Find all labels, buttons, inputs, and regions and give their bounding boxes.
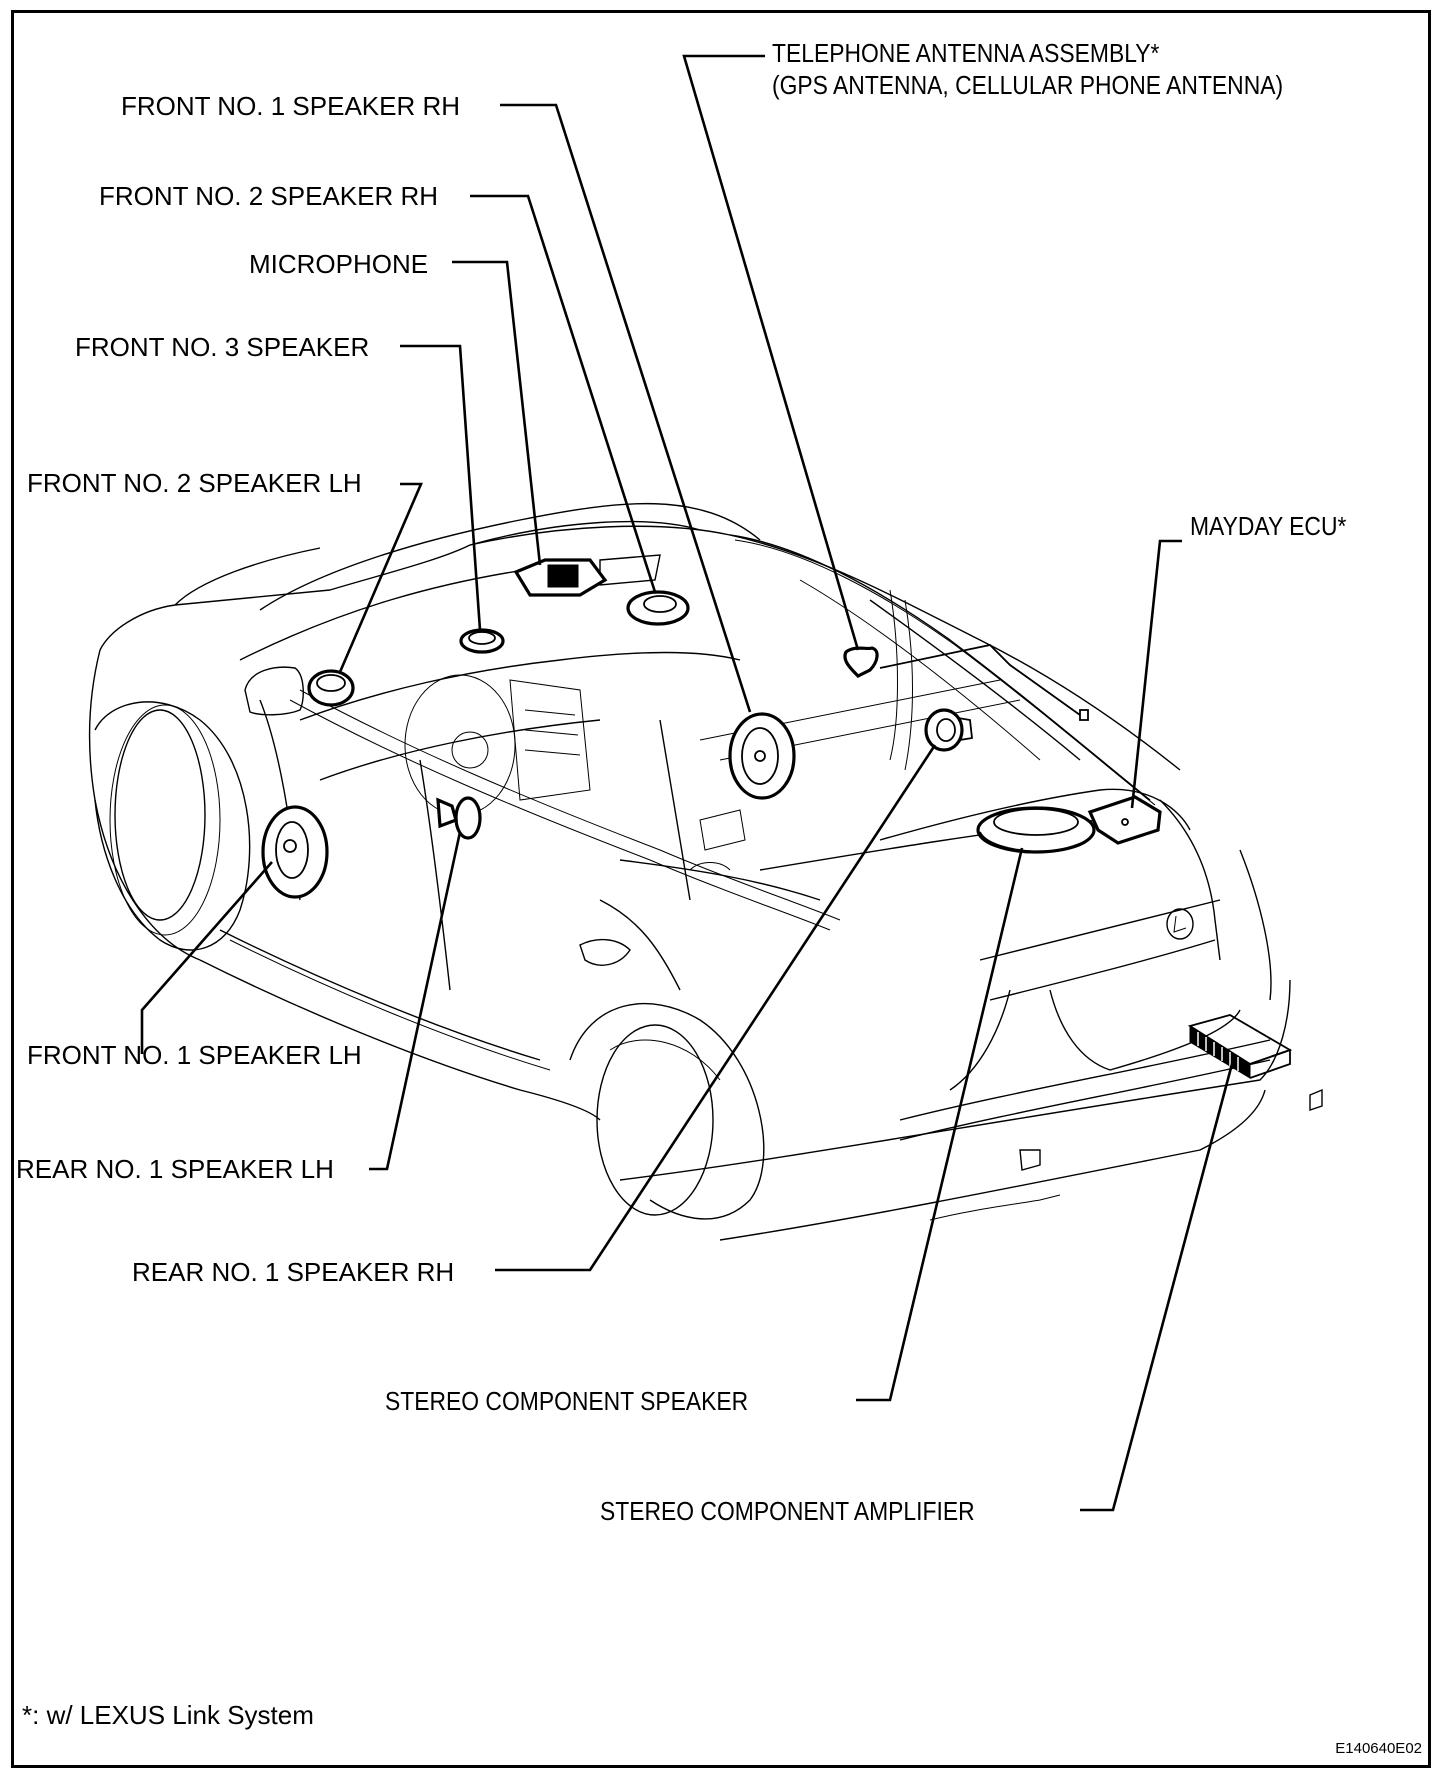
leader-rear-no1-speaker-lh — [369, 831, 462, 1171]
leader-mayday-ecu — [1130, 539, 1182, 809]
leader-rear-no1-speaker-rh — [495, 744, 937, 1272]
label-stereo-component-amplifier: STEREO COMPONENT AMPLIFIER — [600, 1496, 975, 1526]
microphone-component — [513, 558, 608, 597]
front-no1-speaker-lh — [261, 805, 329, 899]
label-microphone: MICROPHONE — [249, 249, 429, 279]
label-rear-no1-speaker-lh: REAR NO. 1 SPEAKER LH — [16, 1154, 334, 1184]
lexus-emblem-icon — [1166, 908, 1194, 940]
car-body — [88, 502, 1323, 1241]
front-no3-speaker — [459, 628, 505, 654]
leader-lines — [140, 54, 1234, 1512]
leader-front-no2-speaker-lh — [338, 482, 423, 673]
figure-code: E140640E02 — [1335, 1740, 1422, 1757]
diagram-border — [11, 10, 1431, 1768]
rear-no1-speaker-rh — [924, 708, 973, 752]
leader-stereo-component-amplifier — [1080, 1063, 1234, 1512]
leader-front-no1-speaker-rh — [500, 103, 752, 713]
label-front-no1-speaker-lh: FRONT NO. 1 SPEAKER LH — [27, 1040, 362, 1070]
label-mayday-ecu: MAYDAY ECU* — [1190, 511, 1347, 541]
leader-microphone — [452, 260, 542, 566]
label-telephone-antenna: TELEPHONE ANTENNA ASSEMBLY* — [772, 38, 1160, 68]
mayday-ecu — [1087, 795, 1162, 845]
rear-no1-speaker-lh — [436, 796, 482, 840]
stereo-component-amplifier — [1187, 1014, 1293, 1079]
stereo-component-speaker — [976, 806, 1096, 854]
leader-stereo-component-speaker — [856, 847, 1024, 1402]
leader-telephone-antenna — [682, 54, 860, 651]
label-telephone-antenna-sub: (GPS ANTENNA, CELLULAR PHONE ANTENNA) — [772, 70, 1284, 100]
label-stereo-component-speaker: STEREO COMPONENT SPEAKER — [385, 1386, 749, 1416]
telephone-antenna — [843, 646, 879, 678]
label-front-no2-speaker-rh: FRONT NO. 2 SPEAKER RH — [99, 181, 439, 211]
label-front-no2-speaker-lh: FRONT NO. 2 SPEAKER LH — [27, 468, 362, 498]
front-no2-speaker-lh — [307, 669, 355, 707]
label-front-no3-speaker: FRONT NO. 3 SPEAKER — [75, 332, 370, 362]
front-no1-speaker-rh — [728, 712, 796, 800]
leader-front-no1-speaker-lh — [140, 861, 273, 1054]
front-no2-speaker-rh — [626, 590, 690, 626]
leader-front-no3-speaker — [400, 344, 482, 631]
label-rear-no1-speaker-rh: REAR NO. 1 SPEAKER RH — [132, 1257, 455, 1287]
footnote: *: w/ LEXUS Link System — [22, 1700, 314, 1730]
leader-front-no2-speaker-rh — [470, 194, 657, 593]
label-front-no1-speaker-rh: FRONT NO. 1 SPEAKER RH — [121, 91, 461, 121]
